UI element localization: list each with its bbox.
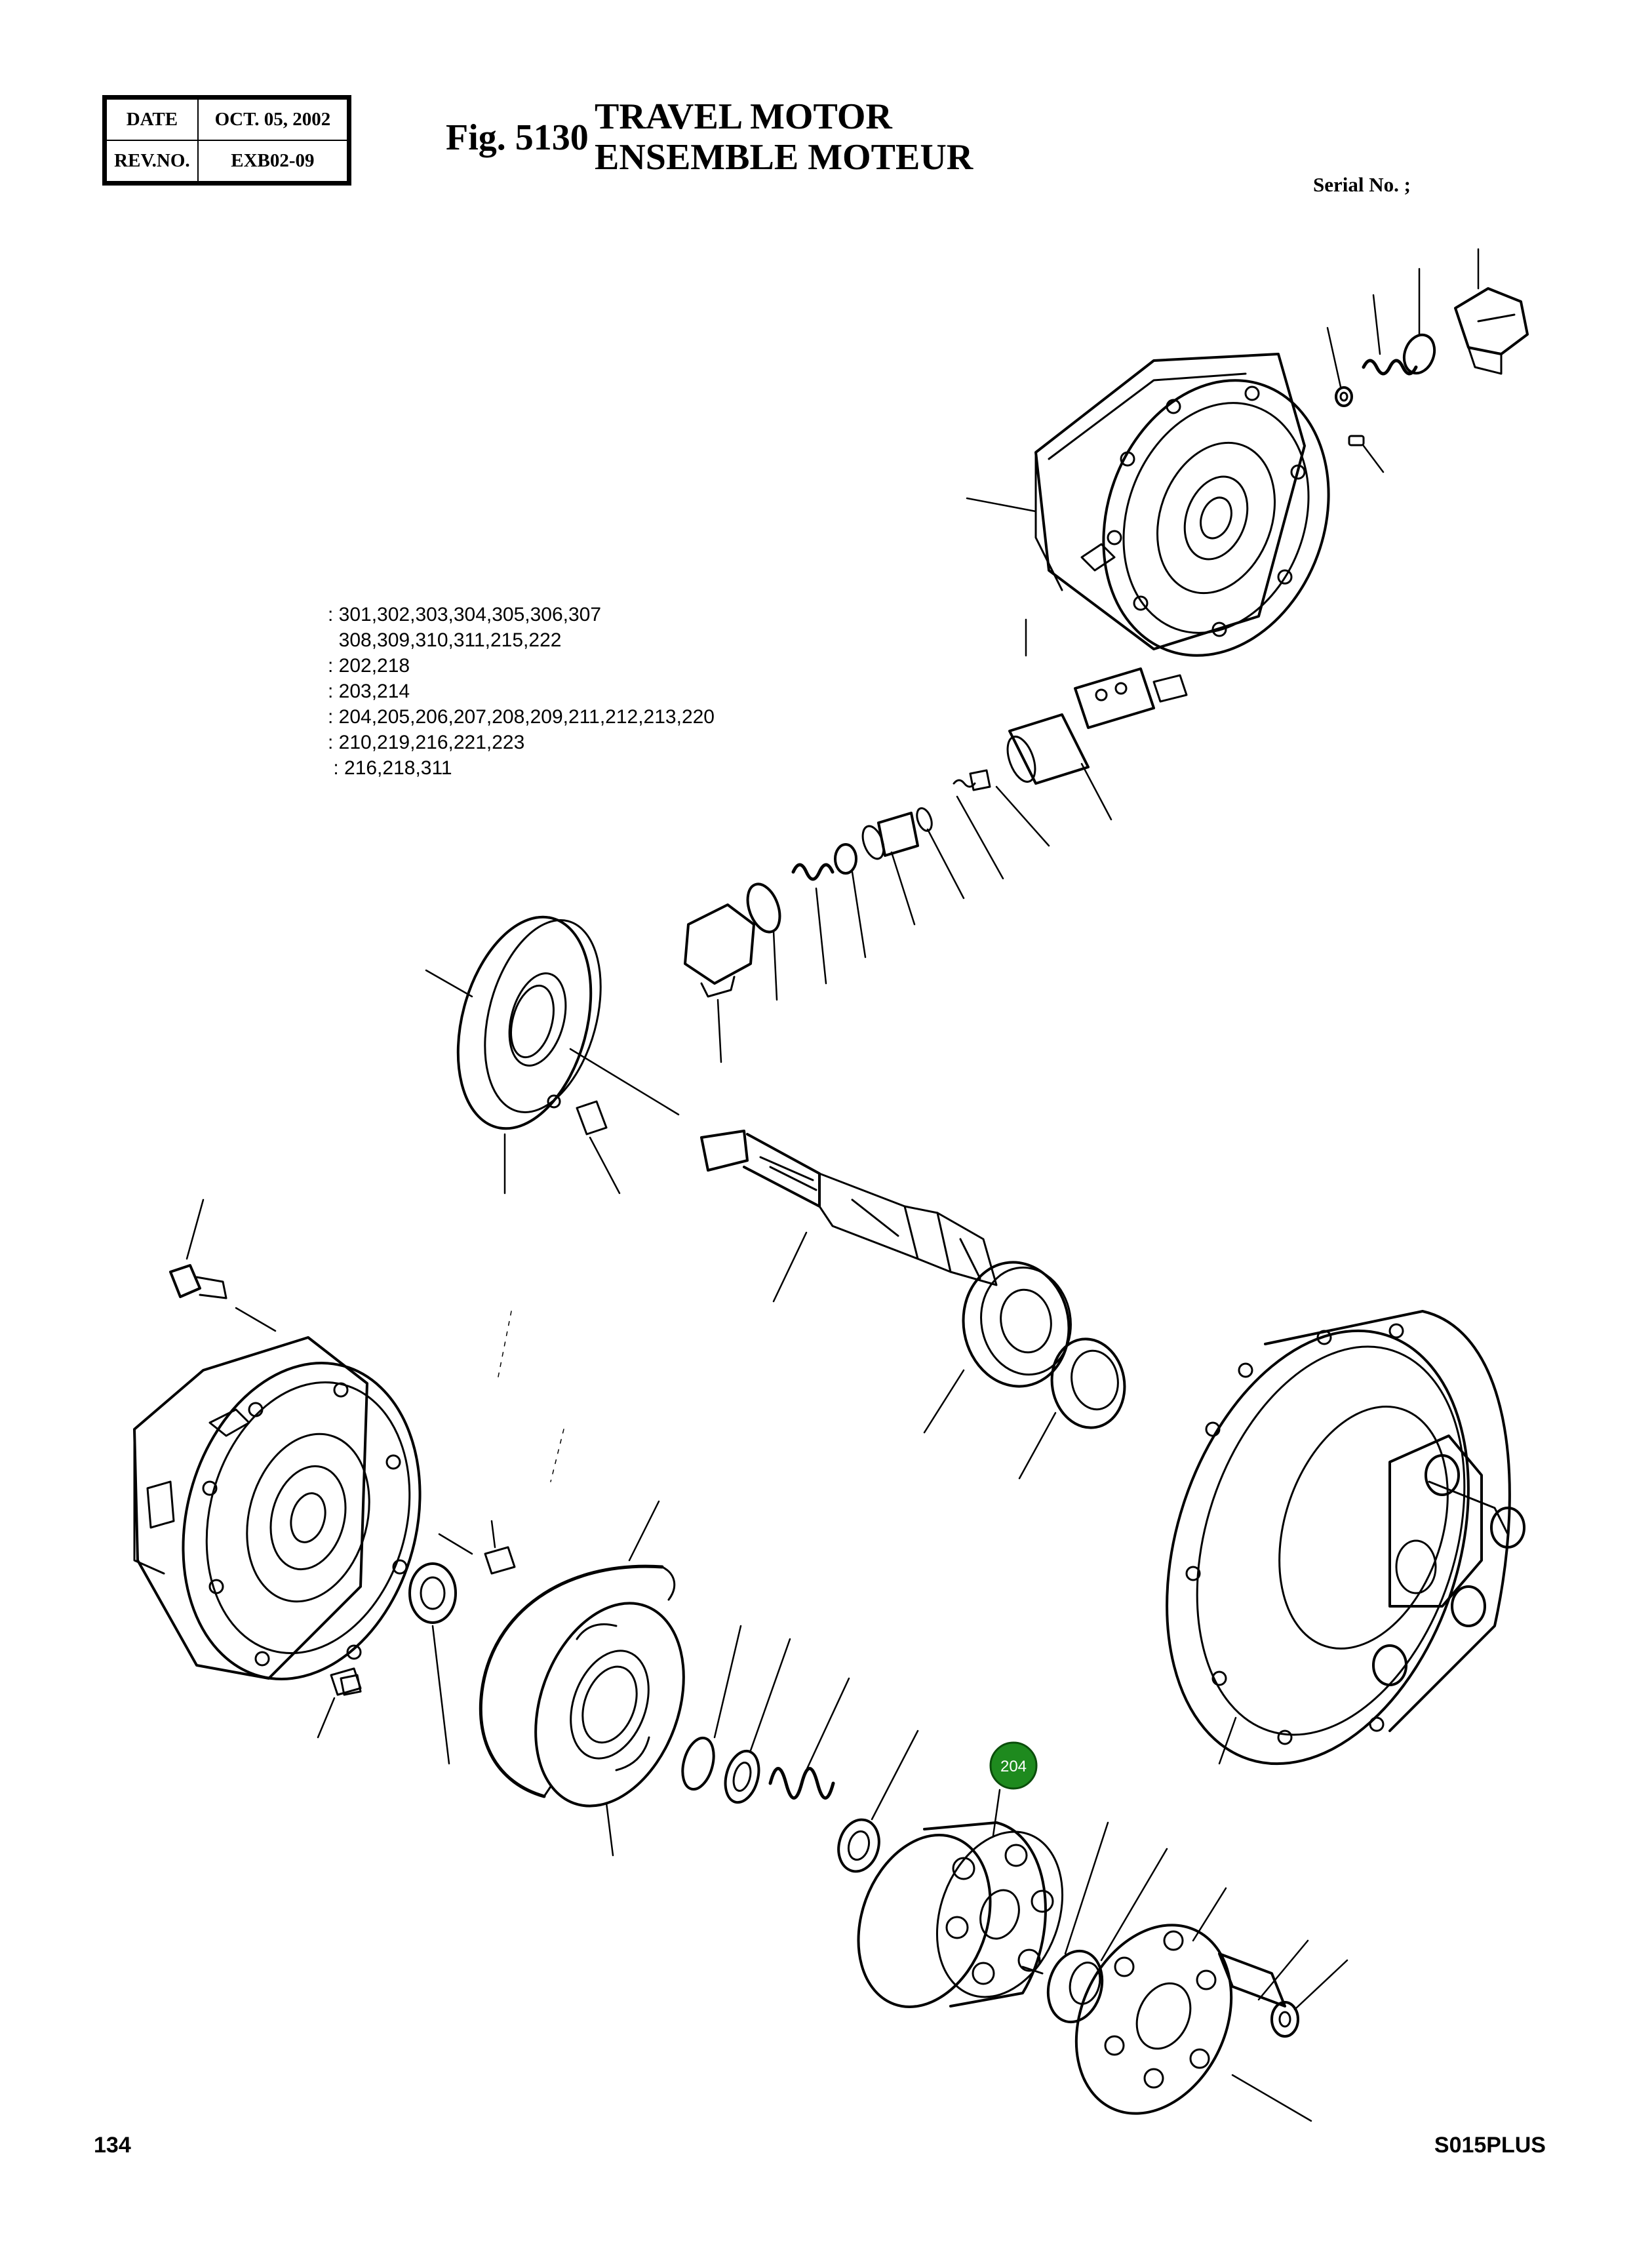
top-right-plug [1335,287,1529,446]
valve-plate [534,1602,685,1857]
bearing [962,1261,1126,1429]
title-english: TRAVEL MOTOR [595,96,892,137]
figure-number: Fig. 5130 [446,117,589,158]
hex-bolt [169,1198,277,1332]
revision-info-table: DATE OCT. 05, 2002 REV.NO. EXB02-09 [106,98,349,182]
flange-plate [456,915,608,1136]
part-number-legend: : 301,302,303,304,305,306,307 308,309,31… [328,602,715,781]
legend-row: : 202,218 [328,655,410,677]
legend-row: : 204,205,206,207,208,209,211,212,213,22… [328,706,715,728]
page-number: 134 [94,2133,131,2158]
top-housing [1034,353,1330,657]
model-name: S015PLUS [1434,2133,1546,2158]
snap-ring [479,1500,676,1798]
callout-204[interactable]: 204 [989,1741,1038,1837]
legend-row: : 203,214 [328,681,410,702]
revision-info-box: DATE OCT. 05, 2002 REV.NO. EXB02-09 [102,95,351,186]
cylinder-block [857,1821,1064,2008]
serial-number-label: Serial No. ; [1313,173,1411,196]
assembly-axis [498,1311,564,1482]
drive-shaft [700,1130,998,1286]
title-french: ENSEMBLE MOTEUR [595,137,974,178]
legend-row: : 216,218,311 [328,757,452,779]
legend-row: : 210,219,216,221,223 [328,732,525,753]
lower-housing [133,1336,422,1696]
valve-spool-group [684,667,1188,998]
callout-label: 204 [1000,1758,1027,1775]
leader-lines-middle [425,969,1057,1480]
leader-lines-spool [717,762,1112,1063]
motor-case-hub [1166,1310,1525,1766]
callout-marker [989,1741,1038,1790]
legend-row: : 301,302,303,304,305,306,307 [328,604,602,625]
spring-pack [681,1625,919,1873]
right-lower-parts [1046,1821,1348,2122]
lower-left-small-parts [317,1520,516,1765]
date-label: DATE [106,98,199,141]
date-value: OCT. 05, 2002 [197,98,349,141]
legend-row: 308,309,310,311,215,222 [328,629,562,651]
leader-lines-top [966,248,1480,657]
rev-label: REV.NO. [106,140,199,182]
rev-value: EXB02-09 [197,140,349,182]
